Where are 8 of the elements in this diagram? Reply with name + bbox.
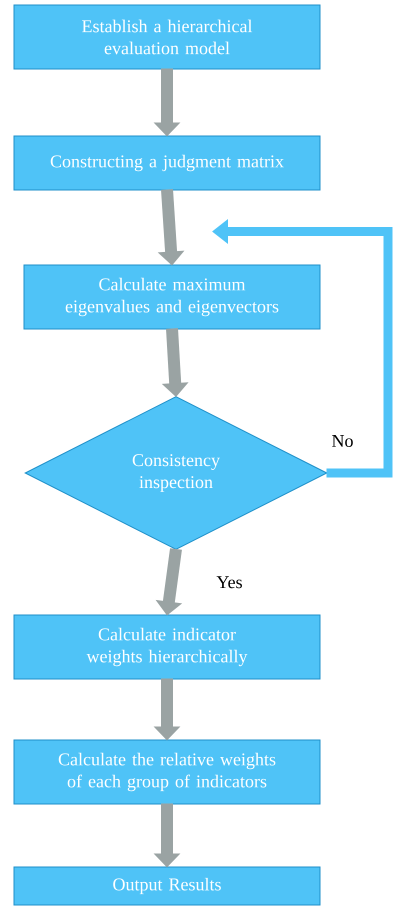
process-box: Calculate maximum eigenvalues and eigenvectors [24,264,320,330]
process-box: Establish a hierarchical evaluation model [14,4,320,70]
edge-label: No [332,435,353,447]
process-box: Calculate the relative weights of each group of indicators [14,740,320,804]
process-box: Constructing a judgment matrix [14,136,320,190]
process-box: Output Results [14,866,320,906]
edge-label: Yes [216,576,242,588]
process-box: Calculate indicator weights hierarchically [14,614,320,680]
